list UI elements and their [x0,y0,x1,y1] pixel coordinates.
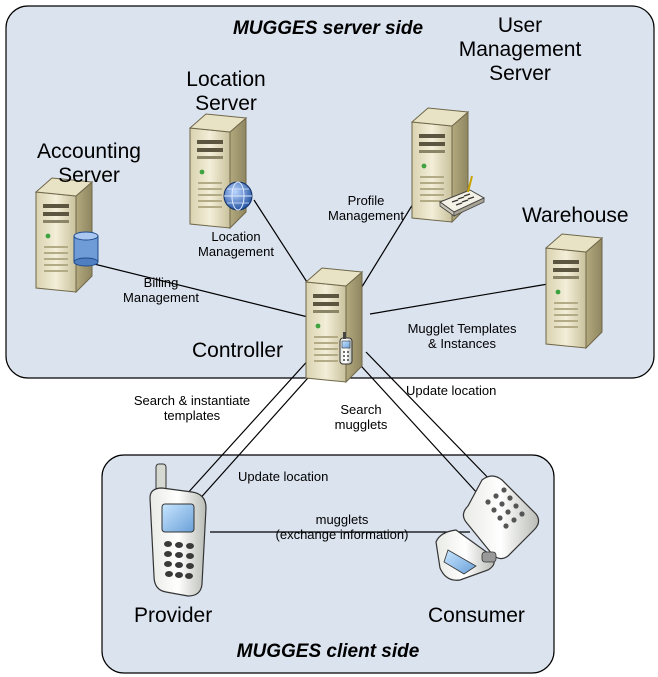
mugglet-templates-label: Mugglet Templates & Instances [407,321,517,351]
provider-label: Provider [134,604,213,627]
client-zone [101,454,555,674]
location-server-label: Location Server [186,68,266,116]
user-management-server-icon [411,105,486,223]
provider-phone-icon [149,463,207,597]
connection-lines [85,185,549,533]
link-warehouse [369,283,549,315]
controller-label: Controller [192,339,284,362]
consumer-label: Consumer [428,604,525,627]
location-management-label: Location Management [198,229,274,259]
link-provider-a [175,355,313,507]
client-zone-title: MUGGES client side [236,641,420,662]
link-consumer-b [365,351,497,487]
link-location [253,199,317,297]
search-instantiate-label: Search & instantiate templates [133,393,251,423]
update-location-consumer-label: Update location [406,383,497,398]
controller-server-icon [305,265,363,383]
billing-management-label: Billing Management [123,275,199,305]
warehouse-label: Warehouse [522,204,629,227]
update-location-provider-label: Update location [238,469,329,484]
server-zone-title: MUGGES server side [232,18,424,39]
profile-management-label: Profile Management [328,193,404,223]
link-accounting [85,261,313,319]
link-consumer-a [351,355,479,495]
consumer-phone-icon [435,475,540,581]
accounting-server-icon [35,175,99,293]
location-server-icon [189,111,253,229]
accounting-server-label: Accounting Server [37,140,141,188]
user-management-server-label: User Management Server [458,14,582,86]
link-provider-b [187,359,325,513]
search-mugglets-label: Search mugglets [334,402,388,432]
warehouse-server-icon [545,231,603,349]
mugglets-exchange-label: mugglets (exchange information) [275,512,409,542]
